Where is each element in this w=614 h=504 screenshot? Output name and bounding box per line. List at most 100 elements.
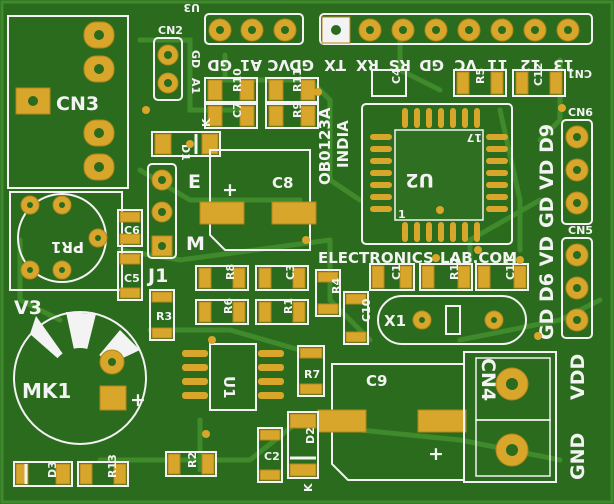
c8-plus: + [222, 179, 238, 201]
country-label: INDIA [334, 120, 352, 168]
smd-c4: C4 [371, 68, 407, 97]
smd-c5: C5 [117, 251, 143, 301]
cn4-terminal: CN4 VDD GND [463, 351, 589, 483]
header-label-tx: TX [324, 56, 346, 74]
svg-text:R7: R7 [304, 368, 320, 381]
smd-r9: R9 [265, 102, 319, 129]
j1-e-label: E [188, 171, 201, 193]
u1-label: U1 [220, 376, 238, 399]
svg-text:CN6: CN6 [568, 106, 593, 119]
c9-label: C9 [366, 372, 387, 390]
smd-r10: R10 [204, 68, 258, 103]
smd-r8: R8 [195, 264, 249, 291]
board-url: ELECTRONICS-LAB.COM [318, 249, 517, 267]
cn3-connector: CN3 [7, 15, 129, 189]
u1-chip: U1 [182, 343, 284, 411]
diode-d3: D3 [13, 461, 73, 487]
cn1-label: CN1 [567, 67, 592, 80]
diode-d2: D2 K [287, 411, 319, 492]
k-label: K [200, 118, 213, 127]
svg-text:D3: D3 [46, 461, 59, 478]
cn6-side-label: GD VD D9 [536, 124, 558, 228]
u2-chip: U2 1 17 [361, 103, 513, 245]
cn4-gnd-label: GND [567, 433, 589, 480]
smd-r13: R13 [77, 454, 129, 487]
smd-r5: R5 [453, 68, 507, 97]
cap-c8: + C8 [199, 149, 317, 251]
smd-c7: C7 [204, 102, 258, 129]
smd-c10: C10 [343, 291, 373, 345]
crystal-x1: X1 [377, 295, 527, 345]
cn3-label: CN3 [56, 93, 99, 115]
part-number: OB0123A [316, 107, 334, 185]
svg-text:C10: C10 [360, 298, 373, 322]
cn2-connector: CN2 GD A1 [153, 24, 202, 101]
smd-r1: R1 [255, 298, 309, 325]
svg-text:R9: R9 [291, 102, 304, 118]
cn4-label: CN4 [477, 358, 499, 401]
smd-r2: R2 [165, 451, 217, 477]
u2-pin17: 17 [467, 131, 482, 144]
vias [142, 88, 566, 438]
header-label-gd: GD [207, 56, 232, 74]
svg-text:C1: C1 [390, 264, 403, 280]
header-label-rx: RX [355, 56, 379, 74]
svg-text:R10: R10 [231, 68, 244, 92]
svg-text:C7: C7 [231, 102, 244, 118]
svg-text:C4: C4 [390, 68, 403, 84]
header-label-gd3: GD [419, 56, 444, 74]
x1-label: X1 [384, 312, 406, 330]
c8-label: C8 [272, 174, 293, 192]
header-label-11: 11 [487, 56, 508, 74]
svg-text:CN5: CN5 [568, 224, 593, 237]
pr1-label: PR1 [51, 238, 84, 256]
svg-text:R13: R13 [106, 454, 119, 478]
cn5-connector: CN5 GD D6 VD [536, 224, 593, 340]
svg-text:C3: C3 [284, 264, 297, 280]
j1-label: J1 [146, 265, 168, 287]
svg-text:C2: C2 [264, 450, 280, 463]
smd-r3: R3 [149, 289, 175, 341]
svg-text:C6: C6 [124, 224, 140, 237]
cap-c9: C9 + [317, 363, 467, 481]
smd-c2: C2 [257, 427, 283, 483]
smd-r6: R6 [195, 298, 249, 325]
v3-label: V3 [14, 297, 42, 319]
u2-pin1: 1 [398, 208, 406, 221]
mk1-plus: + [130, 389, 146, 411]
svg-text:R1: R1 [282, 298, 295, 314]
cn5-side-label: GD D6 VD [536, 236, 558, 340]
svg-text:R3: R3 [156, 310, 172, 323]
smd-c3: C3 [255, 264, 309, 291]
svg-text:C11: C11 [504, 257, 517, 280]
cn2-label: CN2 [158, 24, 183, 37]
svg-text:R5: R5 [474, 68, 487, 84]
svg-text:R2: R2 [186, 452, 199, 468]
c9-plus: + [428, 443, 444, 465]
header-label-vc: VC [267, 56, 290, 74]
header-label-u3: U3 [183, 1, 200, 14]
smd-c11: C11 [475, 257, 529, 291]
j1-jumper: E M J1 [146, 163, 205, 287]
u2-label: U2 [405, 169, 434, 191]
svg-text:K: K [302, 483, 315, 492]
svg-text:C12: C12 [532, 63, 545, 86]
smd-c6: C6 [117, 209, 143, 247]
cn4-vdd-label: VDD [567, 354, 589, 400]
svg-text:R6: R6 [222, 298, 235, 314]
smd-r12: R12 [419, 256, 473, 291]
smd-r7: R7 [297, 345, 325, 397]
smd-c12: C12 [512, 63, 566, 97]
j1-m-label: M [186, 233, 205, 255]
svg-text:D1: D1 [179, 144, 192, 161]
cn6-connector: CN6 GD VD D9 [536, 106, 593, 228]
header-label-a1: A1 [240, 56, 262, 74]
svg-text:R12: R12 [448, 256, 461, 280]
cn2-pin-a1: A1 [189, 78, 202, 94]
svg-text:R4: R4 [330, 278, 343, 294]
header-label-gd2: GD [289, 56, 314, 74]
smd-c1: C1 [369, 263, 415, 291]
svg-text:R11: R11 [291, 68, 304, 92]
